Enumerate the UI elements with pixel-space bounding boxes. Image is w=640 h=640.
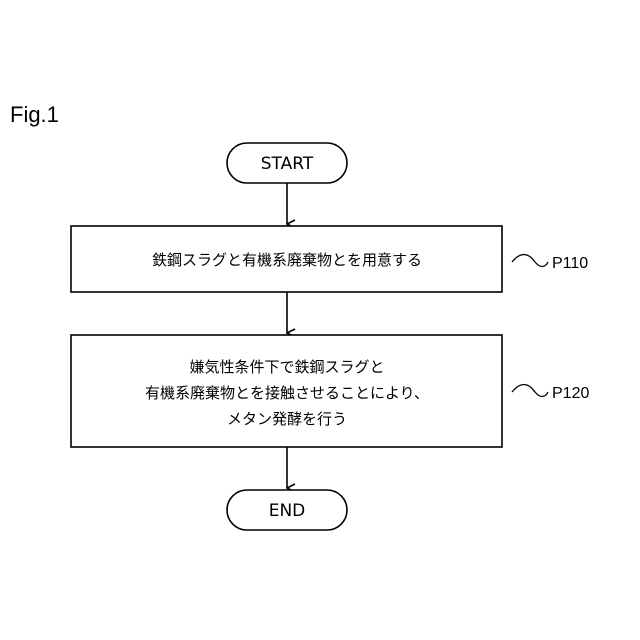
start-label: START [261, 154, 314, 174]
step-p120-line-2: 有機系廃棄物とを接触させることにより、 [145, 384, 429, 402]
leader-p120 [512, 385, 548, 397]
step-p120: 嫌気性条件下で鉄鋼スラグと 有機系廃棄物とを接触させることにより、 メタン発酵を… [71, 335, 502, 447]
step-p110-text: 鉄鋼スラグと有機系廃棄物とを用意する [152, 251, 422, 269]
ref-p110: P110 [552, 255, 588, 272]
ref-p120: P120 [552, 385, 589, 402]
step-p120-line-1: 嫌気性条件下で鉄鋼スラグと [189, 358, 384, 376]
end-terminal: END [227, 490, 347, 530]
end-label: END [269, 501, 306, 521]
step-p110: 鉄鋼スラグと有機系廃棄物とを用意する [71, 226, 502, 292]
step-p120-line-3: メタン発酵を行う [227, 410, 347, 428]
start-terminal: START [227, 143, 347, 183]
leader-p110 [512, 255, 548, 267]
